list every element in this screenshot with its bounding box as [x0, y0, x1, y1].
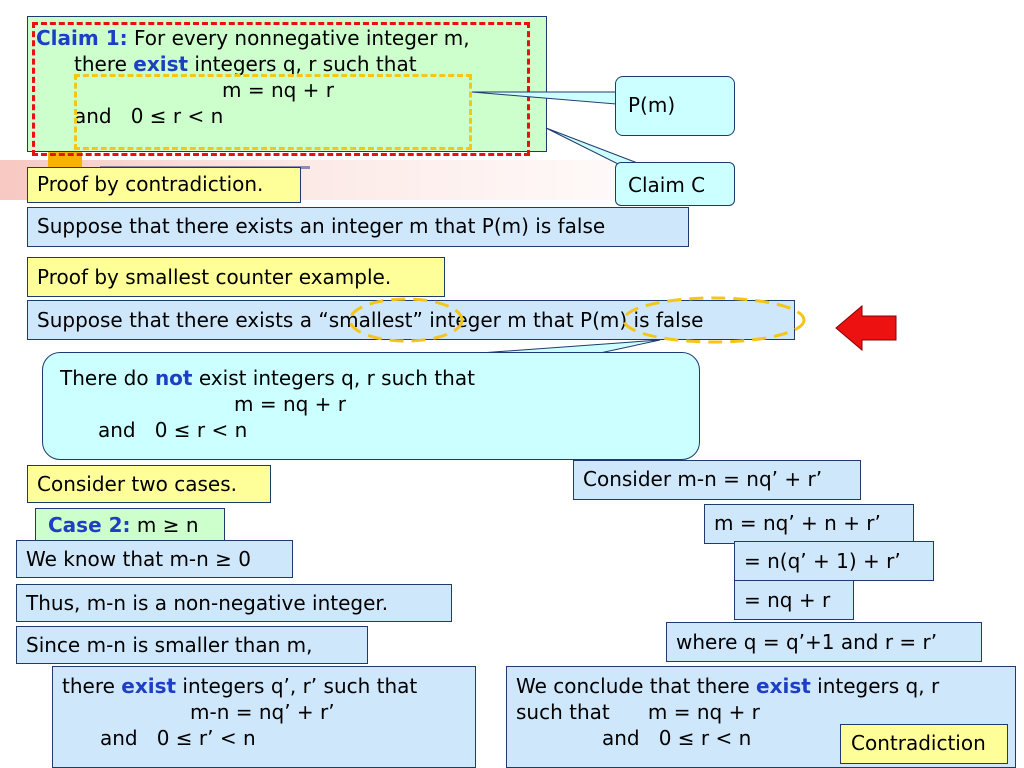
consider-two-cases-text: Consider two cases. [37, 472, 237, 496]
claim-box: Claim 1: For every nonnegative integer m… [27, 16, 547, 152]
suppose-exists-box: Suppose that there exists an integer m t… [27, 207, 689, 247]
pm-callout: P(m) [615, 76, 735, 136]
right-step-4: = nq + r [734, 580, 854, 620]
conclusion-pre: We conclude that there [516, 674, 756, 698]
case-2-keyword: Case 2: [48, 513, 131, 537]
not-exist-line-3: and 0 ≤ r < n [98, 418, 248, 442]
suppose-smallest-mid: integer m that [422, 308, 581, 332]
there-exist-keyword: exist [121, 674, 177, 698]
there-exist-pre: there [62, 674, 122, 698]
claim-c-callout: Claim C [615, 162, 735, 206]
there-exist-line-2: m-n = nq’ + r’ [190, 700, 335, 724]
smallest-dashed-ellipse [348, 297, 464, 343]
proof-by-contradiction-label: Proof by contradiction. [27, 167, 301, 203]
claim-line-2: there exist integers q, r such that [36, 51, 546, 77]
claim-line-2-post: integers q, r such that [188, 52, 417, 76]
proof-by-contradiction-text: Proof by contradiction. [37, 172, 264, 196]
right-step-3-text: = n(q’ + 1) + r’ [744, 549, 901, 573]
left-step-1-text: We know that m-n ≥ 0 [26, 547, 252, 571]
not-keyword: not [154, 366, 193, 390]
claim-exist-keyword: exist [133, 52, 189, 76]
claim-c-callout-text: Claim C [628, 173, 706, 197]
conclusion-line-1: We conclude that there exist integers q,… [516, 673, 1015, 699]
conclusion-line-3: and 0 ≤ r < n [602, 726, 752, 750]
proof-by-smallest-counter-example-label: Proof by smallest counter example. [27, 257, 445, 297]
not-exist-pre: There do [60, 366, 155, 390]
claim-line-1-text: For every nonnegative integer m, [127, 26, 470, 50]
right-step-5: where q = q’+1 and r = r’ [666, 622, 982, 662]
not-exist-callout: There do not exist integers q, r such th… [42, 352, 700, 460]
there-exist-line-1: there exist integers q’, r’ such that [62, 673, 475, 699]
left-step-3-text: Since m-n is smaller than m, [26, 633, 313, 657]
conclusion-post: integers q, r [810, 674, 940, 698]
there-exist-box: there exist integers q’, r’ such that m-… [52, 666, 476, 768]
claim-red-dashed-outline [32, 22, 530, 156]
claim-line-2-pre: there [74, 52, 134, 76]
right-step-5-text: where q = q’+1 and r = r’ [676, 630, 938, 654]
not-exist-line-1: There do not exist integers q, r such th… [60, 365, 699, 391]
suppose-smallest-pre: Suppose that there exists a [37, 308, 319, 332]
proof-by-smallest-text: Proof by smallest counter example. [37, 265, 392, 289]
contradiction-label: Contradiction [840, 724, 1008, 764]
claim-line-3: m = nq + r [222, 78, 335, 102]
right-step-4-text: = nq + r [744, 588, 831, 612]
suppose-exists-text: Suppose that there exists an integer m t… [37, 214, 606, 238]
case-2-label: Case 2: m ≥ n [35, 508, 225, 542]
red-left-arrow [835, 304, 897, 352]
left-step-2-text: Thus, m-n is a non-negative integer. [26, 591, 389, 615]
right-step-2-text: m = nq’ + n + r’ [714, 511, 881, 535]
conclusion-line-2: such that m = nq + r [516, 700, 760, 724]
there-exist-line-3: and 0 ≤ r’ < n [100, 726, 256, 750]
suppose-smallest-box: Suppose that there exists a “smallest” i… [27, 300, 795, 340]
suppose-smallest-quoted: “smallest” [318, 308, 423, 332]
right-step-1: Consider m-n = nq’ + r’ [573, 460, 861, 500]
not-exist-post: exist integers q, r such that [192, 366, 475, 390]
claim-line-1: Claim 1: For every nonnegative integer m… [36, 25, 546, 51]
left-step-3: Since m-n is smaller than m, [16, 626, 368, 664]
consider-two-cases-label: Consider two cases. [27, 465, 271, 503]
claim-yellow-dashed-outline [74, 74, 472, 150]
contradiction-text: Contradiction [851, 731, 986, 755]
right-step-1-text: Consider m-n = nq’ + r’ [583, 467, 823, 491]
there-exist-post: integers q’, r’ such that [176, 674, 418, 698]
not-exist-line-2: m = nq + r [234, 392, 347, 416]
right-step-3: = n(q’ + 1) + r’ [734, 541, 934, 581]
claim-label: Claim 1: [36, 26, 128, 50]
pm-false-dashed-ellipse [622, 296, 806, 344]
case-2-condition: m ≥ n [130, 513, 199, 537]
conclusion-exist-keyword: exist [756, 674, 811, 698]
right-step-2: m = nq’ + n + r’ [704, 504, 914, 544]
claim-line-4: and 0 ≤ r < n [74, 104, 224, 128]
left-step-2: Thus, m-n is a non-negative integer. [16, 584, 452, 622]
suppose-smallest-tail: P(m) is false [580, 308, 704, 332]
conclusion-box: We conclude that there exist integers q,… [506, 666, 1016, 768]
pm-callout-text: P(m) [628, 93, 676, 117]
left-step-1: We know that m-n ≥ 0 [16, 540, 293, 578]
